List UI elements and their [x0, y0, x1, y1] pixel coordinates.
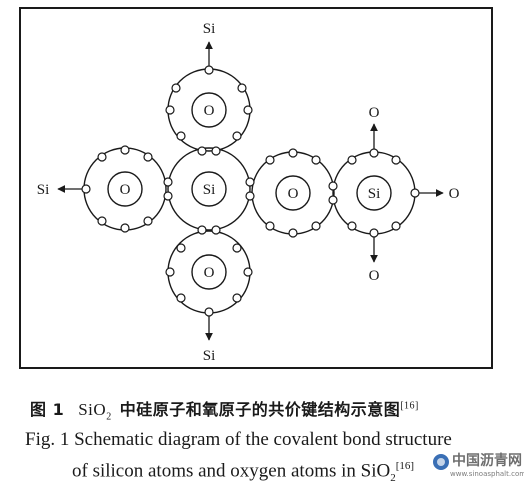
electron [211, 225, 221, 235]
electron [328, 195, 338, 205]
electron [243, 267, 253, 277]
atom-center-si-nucleus [191, 171, 227, 207]
caption-zh-figure-number: 图 1 [30, 400, 65, 419]
electron [176, 131, 186, 141]
electron [311, 221, 321, 231]
caption-zh-text: 中硅原子和氧原子的共价键结构示意图 [119, 400, 401, 419]
electron [232, 293, 242, 303]
electron [176, 293, 186, 303]
atom-right-si-label: Si [368, 186, 381, 202]
watermark-logo-icon [432, 453, 450, 471]
atom-right-out-o-label: O [449, 186, 460, 202]
electron [197, 225, 207, 235]
electron [232, 243, 242, 253]
caption-en2-text: of silicon atoms and oxygen atoms in SiO [72, 460, 391, 482]
diagram-frame [19, 7, 493, 369]
atom-top-o-nucleus [191, 92, 227, 128]
electron [369, 228, 379, 238]
caption-zh-ref: [16] [400, 400, 419, 412]
electron [245, 177, 255, 187]
electron [120, 145, 130, 155]
electron [97, 152, 107, 162]
atom-top-o-label: O [204, 103, 215, 119]
electron [288, 148, 298, 158]
electron [204, 307, 214, 317]
electron [211, 146, 221, 156]
electron [328, 181, 338, 191]
caption-zh-formula-base: SiO [78, 400, 107, 419]
atom-right-si-nucleus [356, 175, 392, 211]
electron [81, 184, 91, 194]
electron [265, 221, 275, 231]
caption-english-line2: of silicon atoms and oxygen atoms in SiO… [72, 460, 414, 484]
watermark: 中国沥青网 www.sinoasphalt.com [432, 448, 524, 486]
electron [120, 223, 130, 233]
electron [232, 131, 242, 141]
atom-right-o-label: O [288, 186, 299, 202]
caption-chinese: 图 1 SiO2 中硅原子和氧原子的共价键结构示意图[16] [30, 396, 419, 422]
electron [391, 155, 401, 165]
electron [171, 83, 181, 93]
caption-zh-formula: SiO2 [78, 400, 112, 423]
electron [311, 155, 321, 165]
electron [143, 216, 153, 226]
electron [165, 267, 175, 277]
atom-bottom-o-label: O [204, 265, 215, 281]
watermark-url: www.sinoasphalt.com [450, 470, 524, 478]
electron [347, 221, 357, 231]
electron [97, 216, 107, 226]
caption-zh-formula-sub: 2 [106, 411, 112, 423]
atom-center-si-label: Si [203, 182, 216, 198]
electron [243, 105, 253, 115]
electron [369, 148, 379, 158]
atom-top-si-label: Si [203, 21, 216, 37]
electron [163, 191, 173, 201]
atom-left-o-nucleus [107, 171, 143, 207]
atom-right-o-nucleus [275, 175, 311, 211]
electron [347, 155, 357, 165]
caption-en2-ref: [16] [395, 460, 415, 472]
electron [163, 177, 173, 187]
caption-en2-sub: 2 [390, 472, 396, 485]
atom-center-si-outer-shell [167, 147, 251, 231]
atom-right-bottom-o-label: O [369, 268, 380, 284]
electron [245, 191, 255, 201]
electron [176, 243, 186, 253]
electron [165, 105, 175, 115]
electron [204, 65, 214, 75]
atom-right-top-o-label: O [369, 105, 380, 121]
atom-bottom-si-label: Si [203, 348, 216, 364]
atom-left-o-label: O [120, 182, 131, 198]
electron [288, 228, 298, 238]
electron [143, 152, 153, 162]
caption-english-line1: Fig. 1 Schematic diagram of the covalent… [25, 429, 452, 450]
electron [410, 188, 420, 198]
electron [197, 146, 207, 156]
atom-left-si-label: Si [37, 182, 50, 198]
electron [237, 83, 247, 93]
atom-bottom-o-nucleus [191, 254, 227, 290]
electron [391, 221, 401, 231]
watermark-name: 中国沥青网 [452, 453, 522, 469]
electron [265, 155, 275, 165]
